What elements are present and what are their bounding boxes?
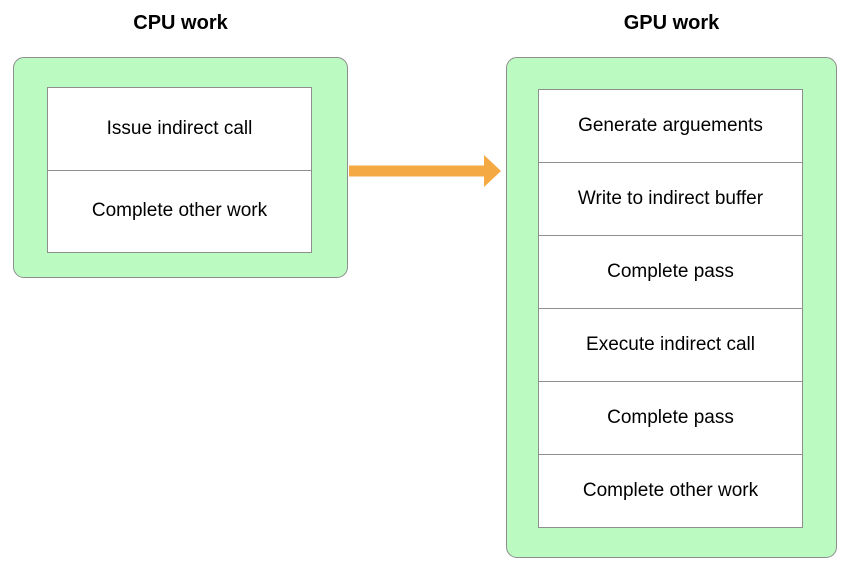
gpu-step-box: Complete other work <box>539 454 802 527</box>
cpu-step-box: Complete other work <box>48 169 311 252</box>
gpu-work-title: GPU work <box>623 12 720 34</box>
gpu-step-box: Complete pass <box>539 381 802 454</box>
gpu-step-box: Generate arguements <box>539 90 802 162</box>
gpu-steps-stack: Generate arguements Write to indirect bu… <box>538 89 803 528</box>
gpu-step-box: Complete pass <box>539 235 802 308</box>
arrow-head <box>484 155 501 187</box>
gpu-step-box: Write to indirect buffer <box>539 162 802 235</box>
cpu-step-box: Issue indirect call <box>48 88 311 170</box>
cpu-steps-stack: Issue indirect call Complete other work <box>47 87 312 253</box>
cpu-to-gpu-arrow-icon <box>349 155 501 187</box>
gpu-step-box: Execute indirect call <box>539 308 802 381</box>
cpu-work-title: CPU work <box>133 12 228 34</box>
